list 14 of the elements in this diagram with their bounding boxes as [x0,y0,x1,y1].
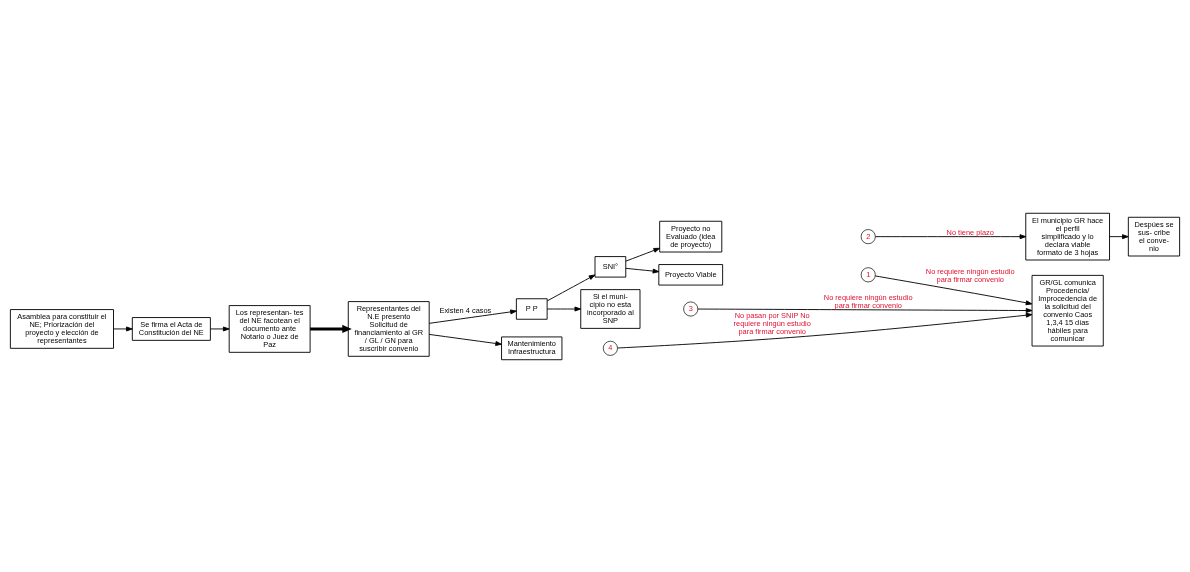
arrow [697,307,1033,313]
arrow [625,247,661,262]
arrow [210,326,230,331]
arrow [428,333,502,346]
arrow [1109,233,1129,239]
arrow [874,233,1027,239]
arrow [546,306,582,311]
arrow [625,267,660,274]
arrow [428,308,517,324]
arrow [617,312,1033,348]
arrow [874,275,1033,305]
arrow [310,324,352,333]
arrow [546,274,596,301]
arrow [113,326,133,331]
